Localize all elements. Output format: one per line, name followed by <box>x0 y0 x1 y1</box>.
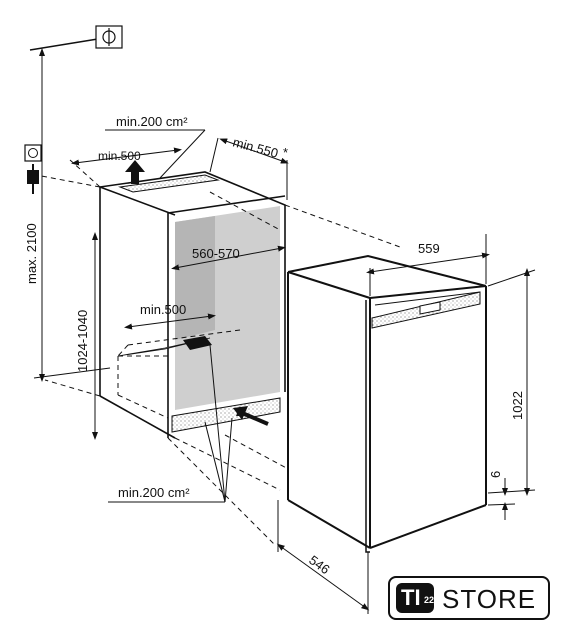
top-vent <box>118 174 220 193</box>
bottom-vent-area-leader-a <box>204 421 226 503</box>
niche-width-dimension <box>171 245 286 271</box>
logo-badge: TI 22 <box>396 583 434 613</box>
depth-min-label: min.550 <box>231 134 280 160</box>
airflow-arrow-icon <box>125 160 145 184</box>
appliance-width-dimension <box>366 252 490 275</box>
appliance-height-ext-1 <box>487 269 536 287</box>
water-connection-icon <box>29 25 123 51</box>
max-height-label: max. 2100 <box>24 223 39 284</box>
appliance-depth-dimension <box>276 543 370 611</box>
logo-word: STORE <box>442 584 537 614</box>
store-logo: TI 22 STORE <box>388 576 550 620</box>
appliance-depth-label: 546 <box>306 552 332 577</box>
bottom-vent <box>171 397 281 433</box>
bottom-vent-width-dimension <box>124 313 216 330</box>
top-vent-area-leader-diag <box>159 129 206 179</box>
top-vent-area-label: min.200 cm² <box>116 114 188 129</box>
plinth-gap-ext <box>487 503 516 506</box>
logo-superscript: 22 <box>424 595 435 605</box>
logo-badge-text: TI <box>401 585 421 610</box>
top-vent-width-label: min.500 <box>98 149 141 163</box>
plinth-airflow-arrow <box>233 406 269 426</box>
depth-min-dimension <box>219 138 289 164</box>
bottom-vent-area-leader-b <box>224 417 233 503</box>
appliance-height-label: 1022 <box>510 391 525 420</box>
projection-lines <box>35 159 401 546</box>
appliance-height-ext-2 <box>487 489 536 494</box>
bottom-vent-area-leader-c <box>209 344 226 503</box>
depth-asterisk: * <box>283 145 288 160</box>
bottom-floor-vent <box>117 337 211 357</box>
top-vent-width-dimension <box>71 147 182 166</box>
niche-width-label: 560-570 <box>192 246 240 261</box>
bottom-floor-arrow <box>183 336 212 350</box>
appliance-width-label: 559 <box>418 241 440 256</box>
niche-side-shade <box>175 216 215 340</box>
depth-min-ext-1 <box>209 137 219 173</box>
plinth-gap-label: 6 <box>488 471 503 478</box>
socket-icon <box>24 144 42 162</box>
niche-height-label: 1024-1040 <box>75 310 90 372</box>
niche-housing <box>99 171 286 439</box>
bottom-vent-area-label: min.200 cm² <box>118 485 190 500</box>
bottom-vent-width-label: min.500 <box>140 302 186 317</box>
plug-icon <box>27 164 39 194</box>
max-height-dimension <box>33 48 111 382</box>
door-handle <box>419 301 441 315</box>
